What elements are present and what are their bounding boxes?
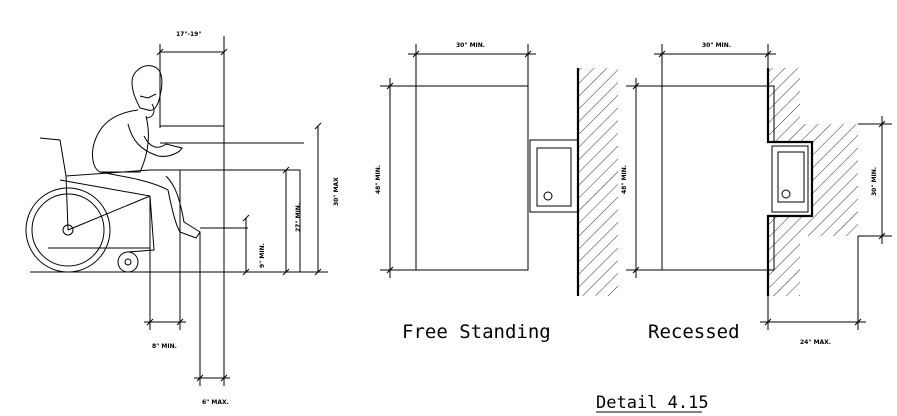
rc-wall-alcove <box>766 68 814 296</box>
rc-clear-floor-space <box>661 85 775 271</box>
free-standing-plan: 30" MIN. 48" MIN. Free Standing <box>375 42 618 343</box>
fs-fountain <box>529 139 579 213</box>
rc-dim-height: 48" MIN. <box>621 165 628 194</box>
seated-person-figure <box>92 65 201 239</box>
knee-clearance <box>150 36 304 272</box>
fs-dim-height: 48" MIN. <box>375 165 382 194</box>
fs-wall-hatch <box>578 68 618 296</box>
side-elevation: 17"-19" 30" MAX 27" MIN. 9" MIN. 8" MIN.… <box>25 31 340 406</box>
dim-27-min: 27" MIN. <box>295 203 302 232</box>
dim-reach-range: 17"-19" <box>176 31 201 38</box>
dim-9-min: 9" MIN. <box>259 243 266 268</box>
rc-dim-depth: 24" MAX. <box>800 339 831 346</box>
fs-clear-floor-space <box>415 85 529 271</box>
recessed-plan: 30" MIN. 48" MIN. 30" MIN. 24" MAX. Rece… <box>621 42 892 346</box>
wheelchair-figure <box>25 137 155 273</box>
detail-title: Detail 4.15 <box>596 393 709 413</box>
fs-dim-width: 30" MIN. <box>456 42 485 49</box>
rc-dim-width: 30" MIN. <box>702 42 731 49</box>
dim-6-max: 6" MAX. <box>202 399 229 406</box>
rc-dim-recess: 30" MIN. <box>871 167 878 196</box>
caption-free-standing: Free Standing <box>402 321 551 343</box>
dim-8-min: 8" MIN. <box>152 343 177 350</box>
dim-30-max: 30" MAX <box>333 177 340 206</box>
caption-recessed: Recessed <box>648 321 740 343</box>
rc-fountain <box>771 145 809 213</box>
